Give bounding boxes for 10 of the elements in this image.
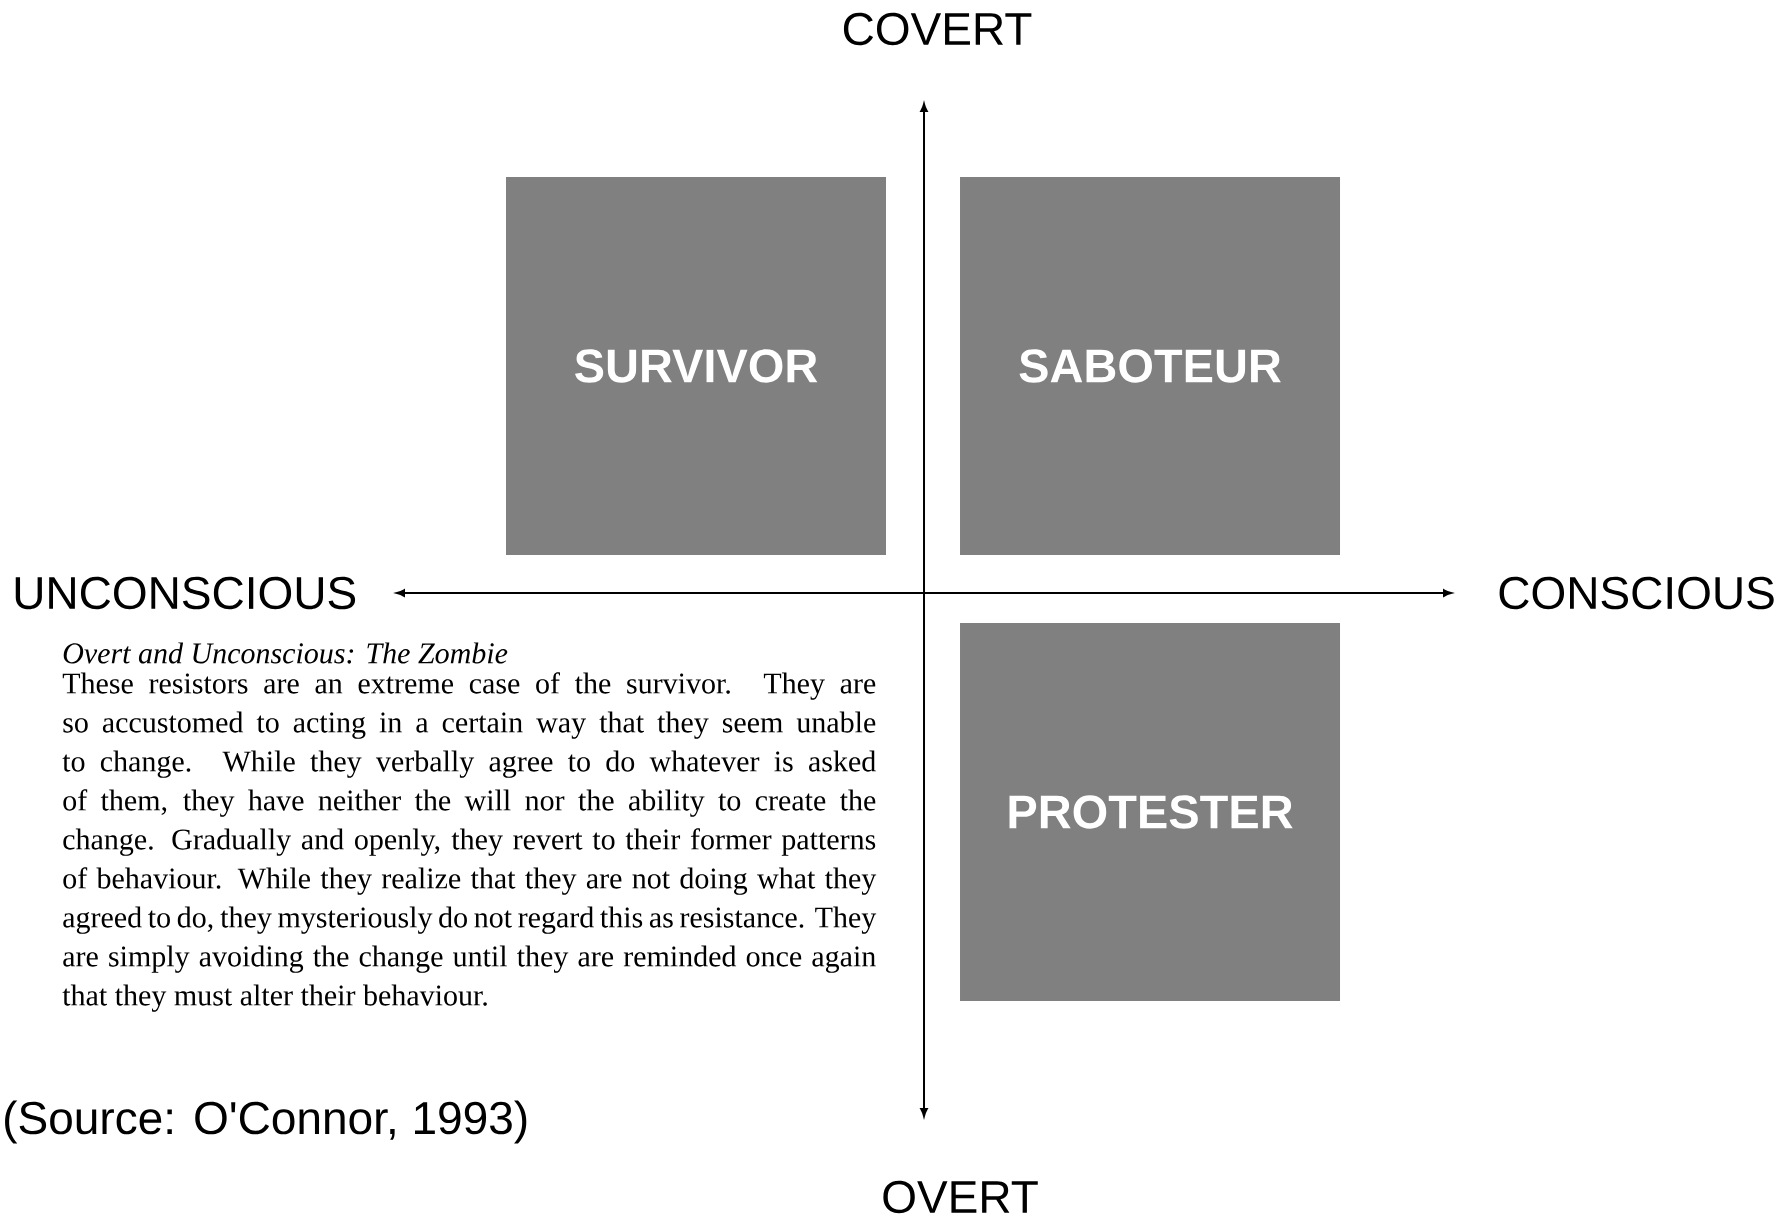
axis-label: CONSCIOUS xyxy=(1499,576,1774,610)
quote-text: These resistors are an extreme case of the survivor. They are so accustomed to acting in a certain way that they seem unable to change. While they verbally agree to do whatever is asked of them, they have neither the will nor the ability to create the change. Gradually and openly, they revert to their former patterns of behaviour. While they realize that they are not doing what they agreed to do, they mysteriously do not regard this as resistance. They are simply avoiding the change until they are reminded once again that they must alter their behaviour. xyxy=(62,672,877,1012)
axis-label: UNCONSCIOUS xyxy=(15,576,356,610)
axis-label: OVERT xyxy=(883,1180,1038,1214)
quote-heading: Overt and Unconscious: The Zombie xyxy=(63,642,508,664)
axis-label: COVERT xyxy=(843,12,1032,46)
quadrant-box: SABOTEUR xyxy=(960,177,1340,555)
source-note: (Source: O'Connor, 1993) xyxy=(5,1100,527,1144)
quadrant-box: SURVIVOR xyxy=(506,177,886,555)
quadrant-box: PROTESTER xyxy=(960,623,1340,1001)
